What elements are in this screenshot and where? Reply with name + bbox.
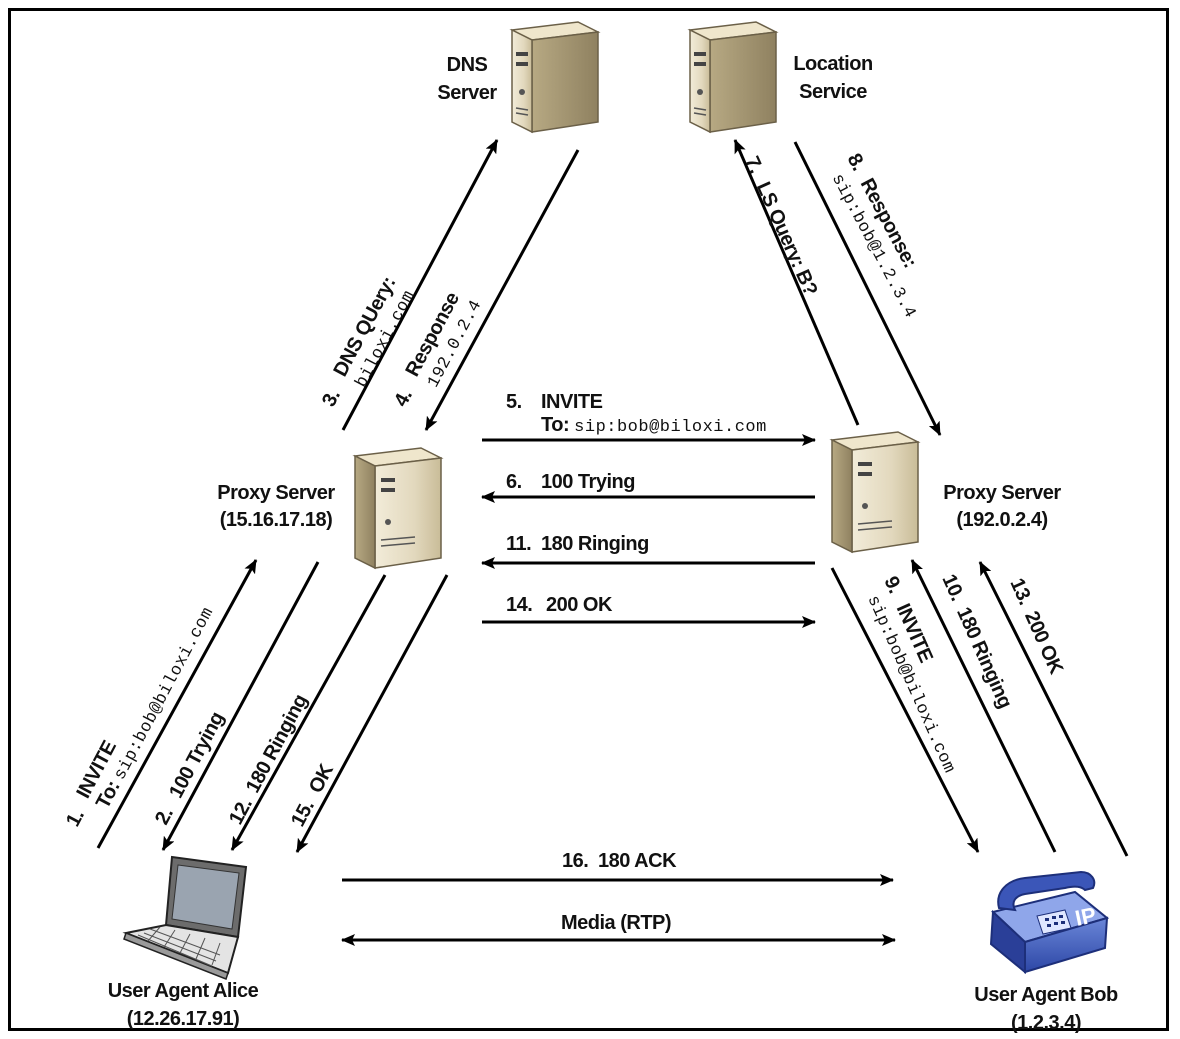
msg14-label: 200 OK — [546, 594, 613, 616]
msg13-num: 13. — [1005, 575, 1036, 608]
msg7-num: 7. — [740, 153, 766, 176]
msg4-num: 4. — [390, 386, 417, 410]
arrow-13-ok — [978, 561, 1129, 857]
msg5-recipient: To: sip:bob@biloxi.com — [541, 414, 767, 437]
arrow-4-dns-response — [424, 149, 580, 431]
proxy-server-right-icon — [829, 431, 921, 554]
phone-ip-badge: IP — [1073, 902, 1099, 931]
msg13-label: 200 OK — [1020, 608, 1067, 678]
msg15-group: 15. OK — [287, 760, 338, 830]
dns-server-label-line1: DNS — [447, 54, 488, 76]
msg11-label: 180 Ringing — [541, 533, 649, 555]
ip-phone-icon: IP — [989, 870, 1110, 975]
media-rtp-label: Media (RTP) — [561, 912, 671, 934]
msg6-num: 6. — [506, 471, 522, 493]
msg2-num: 2. — [151, 804, 178, 828]
location-service-label-line2: Service — [799, 81, 867, 103]
msg9-num: 9. — [879, 573, 905, 596]
msg16-num: 16. — [562, 850, 588, 872]
msg10-num: 10. — [937, 571, 968, 604]
location-service-label-line1: Location — [793, 53, 872, 75]
bob-name: User Agent Bob — [974, 984, 1118, 1006]
arrow-7-ls-query — [733, 139, 860, 426]
arrow-9-invite — [830, 567, 980, 853]
proxy-right-name: Proxy Server — [943, 482, 1061, 504]
msg11-num: 11. — [506, 533, 531, 555]
msg12-num: 12. — [225, 795, 257, 829]
msg8-num: 8. — [843, 150, 870, 174]
msg1-num: 1. — [62, 806, 89, 830]
arrow-2-trying — [161, 561, 320, 851]
msg10-label: 180 Ringing — [952, 604, 1016, 711]
msg13-group: 13. 200 OK — [1005, 575, 1067, 678]
msg5-num: 5. — [506, 391, 522, 413]
proxy-left-name: Proxy Server — [217, 482, 335, 504]
msg16-label: 180 ACK — [598, 850, 677, 872]
arrow-15-ok — [295, 574, 449, 853]
alice-name: User Agent Alice — [108, 980, 259, 1002]
location-service-icon — [687, 21, 779, 134]
msg15-label: OK — [305, 760, 339, 797]
msg6-label: 100 Trying — [541, 471, 635, 493]
arrow-8-ls-response — [793, 141, 942, 436]
proxy-left-address: (15.16.17.18) — [220, 509, 332, 531]
msg7-group: 7. LS Query: B? — [740, 153, 821, 299]
msg7-label: LS Query: B? — [752, 179, 822, 299]
proxy-right-address: (192.0.2.4) — [956, 509, 1047, 531]
msg5-label: INVITE — [541, 391, 603, 413]
laptop-icon — [122, 855, 248, 980]
msg3-num: 3. — [318, 386, 345, 410]
proxy-server-left-icon — [352, 447, 444, 570]
msg12-label: 180 Ringing — [242, 691, 312, 797]
msg14-num: 14. — [506, 594, 532, 616]
dns-server-label-line2: Server — [437, 82, 497, 104]
msg1-group: 1. INVITE To: sip:bob@biloxi.com — [62, 604, 218, 830]
diagram-border — [8, 8, 1169, 1031]
bob-address: (1.2.3.4) — [1011, 1012, 1081, 1034]
msg15-num: 15. — [287, 797, 319, 831]
alice-address: (12.26.17.91) — [127, 1008, 239, 1030]
arrow-10-ringing — [910, 559, 1057, 853]
msg9-group: 9. INVITE sip:bob@biloxi.com — [862, 573, 958, 776]
arrow-3-dns-query — [341, 139, 499, 431]
msg2-group: 2. 100 Trying — [151, 709, 229, 829]
dns-server-icon — [509, 21, 601, 134]
message-arrows — [96, 139, 1129, 946]
arrow-1-invite — [96, 559, 258, 849]
arrow-12-ringing — [230, 574, 387, 851]
